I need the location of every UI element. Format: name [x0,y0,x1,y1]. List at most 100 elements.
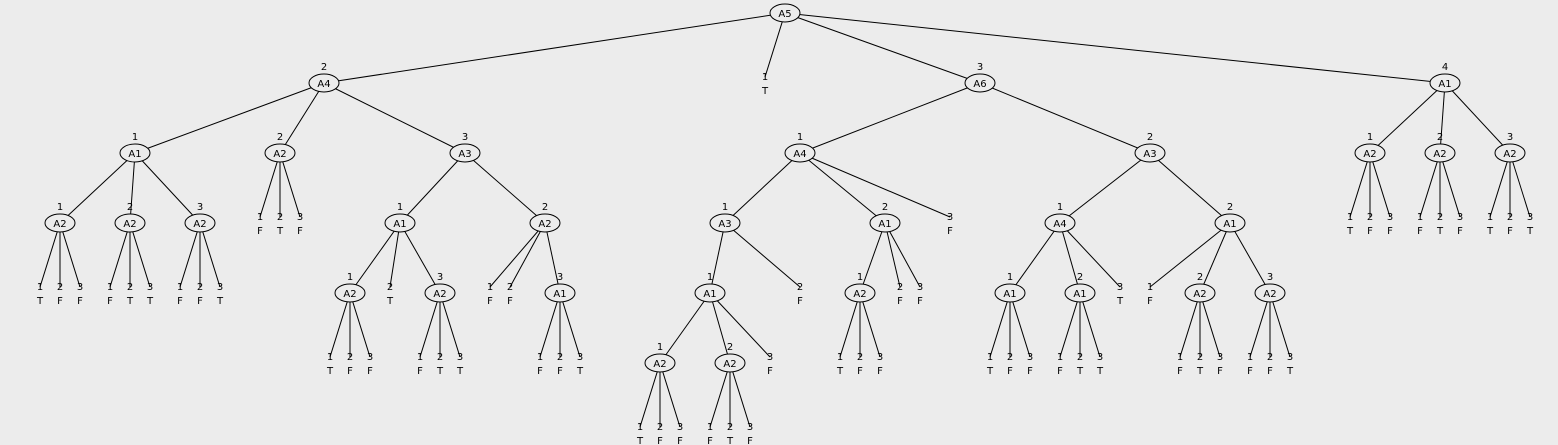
tree-edge [109,222,131,288]
edge-label: 3 [1097,352,1103,363]
leaf-value: F [1457,226,1463,237]
edge-label: 1 [107,282,113,293]
edge-label: 1 [177,282,183,293]
tree-edge [989,292,1011,358]
leaf-value: T [216,296,224,307]
node-label: A2 [193,219,206,230]
tree-edge [1149,152,1231,224]
tree-node [544,283,576,303]
leaf-value: F [1007,366,1013,377]
leaf-value: T [386,296,394,307]
edge-label: 3 [1387,212,1393,223]
edge-label: 3 [1217,352,1223,363]
tree-edge [59,222,81,288]
leaf-value: T [636,436,644,445]
leaf-value: T [836,366,844,377]
edge-label: 3 [367,352,373,363]
edge-label: 2 [1077,272,1083,283]
tree-node [1214,213,1246,233]
leaf-value: F [1507,226,1513,237]
tree-node [844,283,876,303]
edge-label: 2 [277,212,283,223]
edge-label: 3 [1117,282,1123,293]
tree-node [1494,143,1526,163]
edge-label: 2 [347,352,353,363]
leaf-value: F [367,366,373,377]
edge-label: 2 [507,282,513,293]
edge-label: 1 [397,202,403,213]
leaf-value: F [57,296,63,307]
edge-label: 3 [1287,352,1293,363]
edge-label: 2 [1367,212,1373,223]
leaf-value: T [436,366,444,377]
tree-edge [464,152,546,224]
tree-edge [509,222,546,288]
node-label: A4 [793,149,806,160]
leaf-value: T [726,436,734,445]
leaf-value: F [347,366,353,377]
leaf-value: F [107,296,113,307]
edge-label: 3 [677,422,683,433]
tree-node [769,3,801,23]
leaf-value: F [917,296,923,307]
leaf-value: F [1147,296,1153,307]
node-label: A1 [1073,289,1086,300]
leaf-value: F [507,296,513,307]
node-label: A2 [653,359,666,370]
tree-edge [489,222,546,288]
tree-edge [179,222,201,288]
leaf-value: F [767,366,773,377]
edge-label: 1 [57,202,63,213]
edge-label: 3 [747,422,753,433]
edge-label: 2 [1197,272,1203,283]
edge-label: 1 [1247,352,1253,363]
tree-node [114,213,146,233]
edge-label: 1 [657,342,663,353]
edge-label: 2 [542,202,548,213]
edge-label: 1 [1057,352,1063,363]
edge-label: 3 [437,272,443,283]
tree-node [1134,143,1166,163]
edge-label: 1 [132,132,138,143]
edge-label: 1 [1147,282,1153,293]
tree-edge [729,362,751,428]
tree-edge [709,292,771,358]
tree-edge [399,152,466,224]
edge-label: 3 [557,272,563,283]
edge-label: 2 [727,422,733,433]
edge-label: 1 [1007,272,1013,283]
leaf-value: F [1177,366,1183,377]
node-label: A2 [1193,289,1206,300]
leaf-value: F [537,366,543,377]
leaf-value: F [1247,366,1253,377]
tree-edge [1009,292,1031,358]
node-label: A2 [123,219,136,230]
tree-edge [1419,152,1441,218]
leaf-value: T [576,366,584,377]
edge-label: 3 [1527,212,1533,223]
tree-edge [1179,292,1201,358]
tree-edge [1199,222,1231,294]
edge-label: 1 [1057,202,1063,213]
leaf-value: T [326,366,334,377]
edge-label: 1 [347,272,353,283]
tree-edge [539,292,561,358]
edge-label: 2 [557,352,563,363]
tree-node [334,283,366,303]
edge-label: 2 [277,132,283,143]
edge-label: 1 [487,282,493,293]
tree-edge [389,222,401,288]
node-label: A1 [128,149,141,160]
node-label: A1 [878,219,891,230]
edge-label: 3 [77,282,83,293]
edge-label: 1 [417,352,423,363]
leaf-value: F [1417,226,1423,237]
edge-label: 2 [127,282,133,293]
node-label: A2 [1503,149,1516,160]
tree-edge [39,222,61,288]
tree-edge [259,152,281,218]
node-label: A1 [1003,289,1016,300]
tree-node [994,283,1026,303]
edge-label: 3 [457,352,463,363]
tree-edge [1149,222,1231,288]
